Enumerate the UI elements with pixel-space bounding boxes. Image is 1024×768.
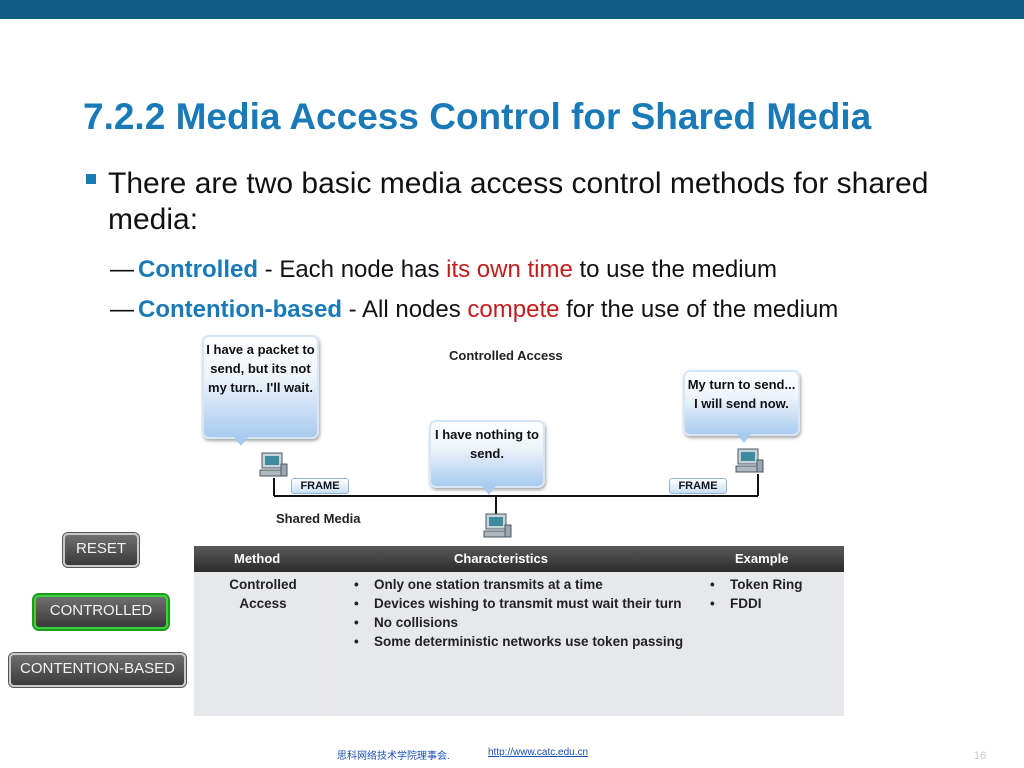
slide-title: 7.2.2 Media Access Control for Shared Me… [83, 96, 872, 137]
bubble-text: I have a packet to send, but its not my … [206, 342, 315, 395]
header-characteristics: Characteristics [454, 551, 548, 566]
characteristics-cell: Only one station transmits at a time Dev… [334, 574, 688, 716]
contention-based-button[interactable]: CONTENTION-BASED [9, 653, 186, 687]
bubble-tail [234, 437, 248, 446]
sub2-pre: - All nodes [342, 296, 468, 323]
speech-bubble-sending: My turn to send... I will send now. [683, 370, 800, 443]
dash-icon: — [110, 256, 134, 283]
list-item: Only one station transmits at a time [354, 575, 688, 594]
method-text: Controlled Access [229, 577, 297, 611]
sub-bullet-controlled: —Controlled - Each node has its own time… [110, 256, 777, 284]
characteristics-list: Only one station transmits at a time Dev… [334, 574, 688, 651]
term-controlled: Controlled [138, 256, 258, 283]
sub1-highlight: its own time [446, 256, 573, 283]
list-item: No collisions [354, 613, 688, 632]
main-bullet: There are two basic media access control… [86, 166, 986, 238]
speech-bubble-nothing: I have nothing to send. [429, 420, 545, 495]
example-cell: Token Ring FDDI [690, 574, 844, 716]
page-number: 16 [974, 750, 987, 762]
list-item: Some deterministic networks use token pa… [354, 632, 688, 651]
speech-bubble-waiting: I have a packet to send, but its not my … [202, 335, 319, 446]
frame-tag: FRAME [291, 478, 349, 494]
sub2-post: for the use of the medium [559, 296, 839, 323]
top-bar [0, 0, 1024, 19]
sub1-post: to use the medium [572, 256, 777, 283]
computer-icon [259, 452, 288, 477]
controlled-button[interactable]: CONTROLLED [34, 595, 168, 629]
list-item: FDDI [710, 594, 844, 613]
sub2-highlight: compete [467, 296, 560, 323]
method-cell: Controlled Access [194, 574, 332, 716]
bullet-square-icon [86, 174, 96, 184]
footer-link[interactable]: http://www.catc.edu.cn [488, 747, 589, 758]
header-example: Example [735, 551, 789, 566]
sub-bullet-contention: —Contention-based - All nodes compete fo… [110, 296, 838, 324]
list-item: Token Ring [710, 575, 844, 594]
footer-org: 思科网络技术学院理事会. [337, 751, 450, 762]
sub1-pre: - Each node has [258, 256, 447, 283]
reset-button[interactable]: RESET [63, 533, 139, 567]
bubble-text: My turn to send... I will send now. [687, 377, 796, 411]
computer-icon [735, 448, 764, 473]
term-contention: Contention-based [138, 296, 342, 323]
shared-media-label: Shared Media [276, 511, 361, 526]
computer-icon [483, 513, 512, 538]
list-item: Devices wishing to transmit must wait th… [354, 594, 688, 613]
bullet-text: There are two basic media access control… [108, 167, 929, 236]
bubble-tail [482, 486, 496, 495]
bubble-tail [737, 434, 751, 443]
dash-icon: — [110, 296, 134, 323]
bubble-text: I have nothing to send. [435, 427, 539, 461]
diagram-title: Controlled Access [449, 348, 563, 363]
examples-list: Token Ring FDDI [690, 574, 844, 613]
comparison-table: Method Characteristics Example Controlle… [194, 546, 844, 716]
frame-tag: FRAME [669, 478, 727, 494]
header-method: Method [234, 551, 281, 566]
table-header: Method Characteristics Example [194, 546, 844, 572]
